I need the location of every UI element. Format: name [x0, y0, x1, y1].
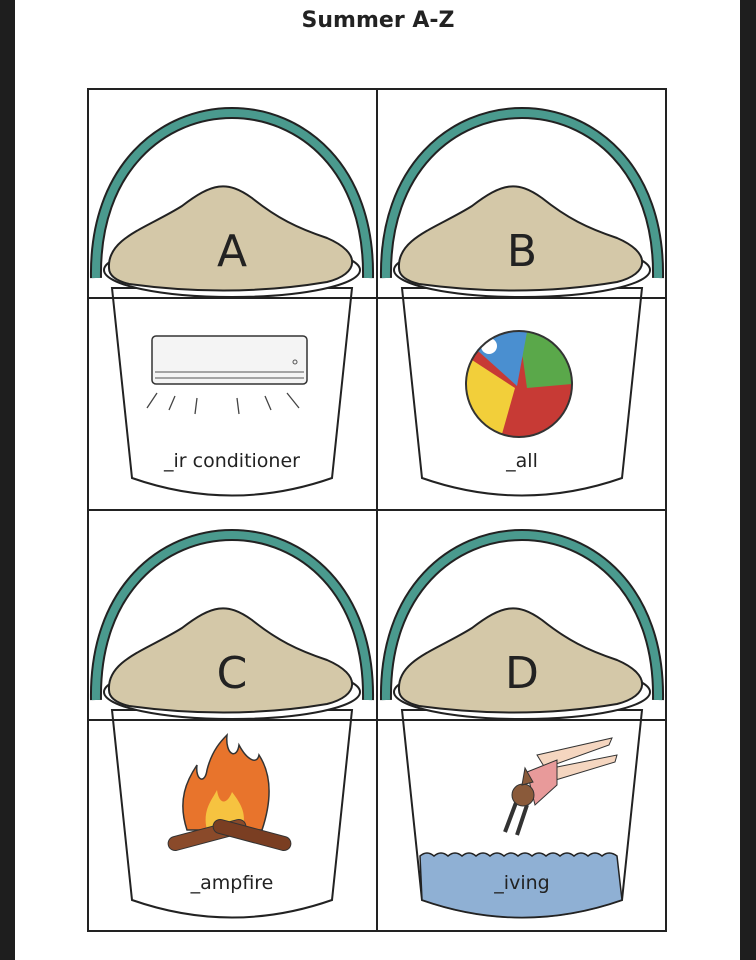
card-letter: A	[216, 226, 248, 277]
card-word: _ampfire	[190, 872, 274, 894]
card-a: A _ir conditioner	[87, 88, 377, 510]
grid-divider	[87, 719, 667, 721]
card-letter: D	[505, 648, 539, 699]
page-title: Summer A-Z	[301, 8, 455, 33]
card-word: _all	[506, 450, 538, 472]
card-letter: B	[506, 226, 538, 277]
card-letter: C	[216, 648, 248, 699]
card-b: B _all	[377, 88, 667, 510]
card-c: C _ampfire	[87, 510, 377, 932]
diver-icon	[503, 737, 618, 836]
grid-divider	[87, 509, 667, 511]
water	[419, 852, 623, 919]
air-conditioner-icon	[146, 335, 308, 415]
campfire-icon	[167, 732, 292, 852]
grid-divider	[87, 297, 667, 299]
beach-ball-icon	[465, 330, 573, 438]
card-d: D _iving	[377, 510, 667, 932]
card-word: _ir conditioner	[164, 450, 300, 472]
card-word: _iving	[494, 872, 550, 894]
